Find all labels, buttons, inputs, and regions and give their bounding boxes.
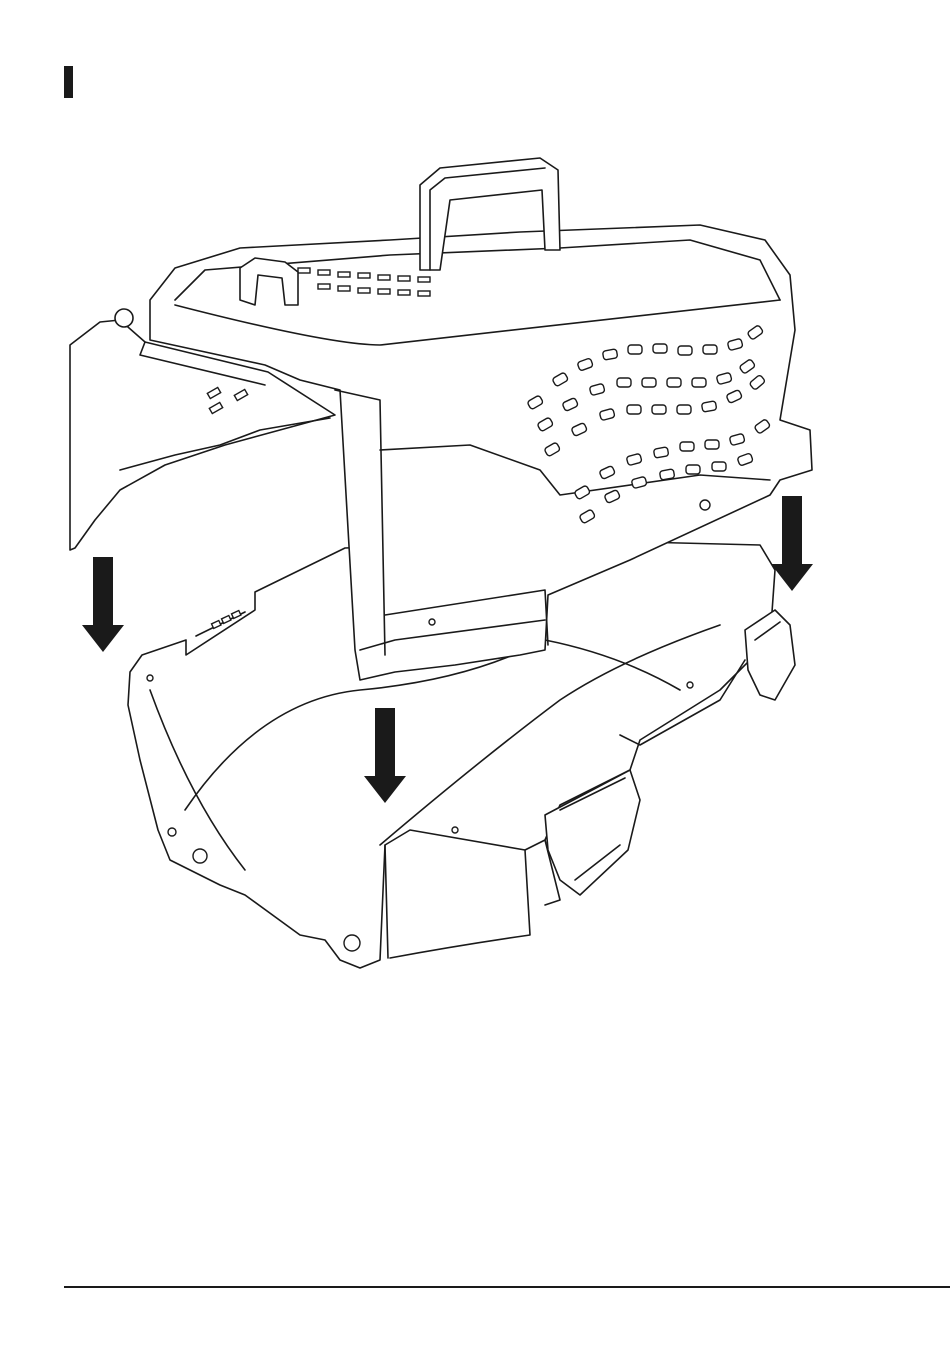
arrow-right-down bbox=[771, 496, 813, 591]
arrow-left-down bbox=[82, 557, 124, 652]
footer-rule bbox=[64, 1286, 950, 1288]
